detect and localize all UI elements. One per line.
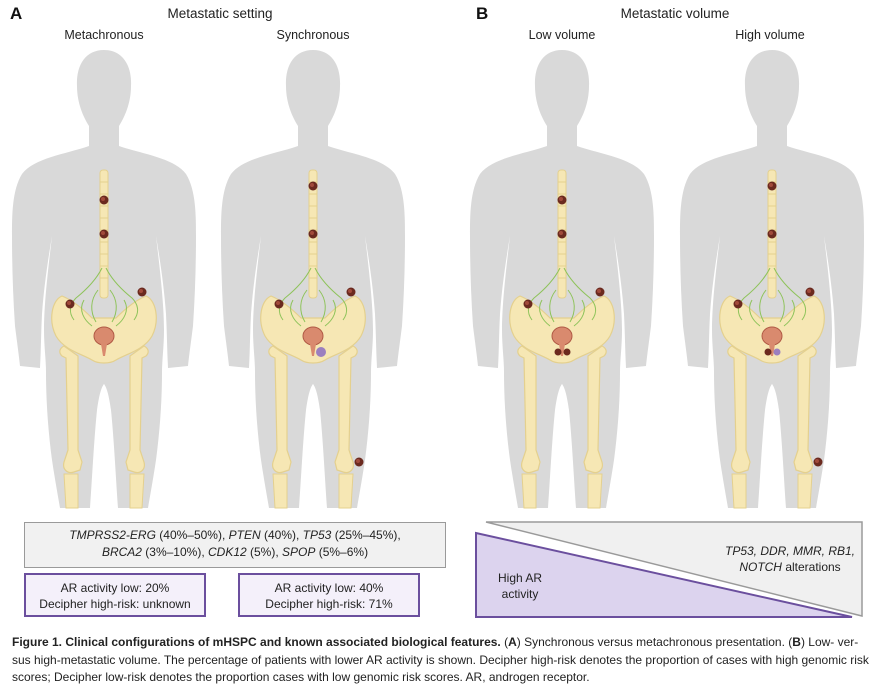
gene-tp53-value: (25%–45%), (331, 528, 401, 542)
caption-title: Figure 1. Clinical configurations of mHS… (12, 635, 501, 649)
metachronous-label: Metachronous (64, 28, 144, 42)
low-volume-label: Low volume (528, 28, 596, 42)
ar-activity-wedge (475, 531, 853, 618)
high-ar-activity-label: High AR activity (490, 570, 550, 602)
body-high-volume (679, 49, 865, 509)
ar-box-synchronous-line1: AR activity low: 40% (274, 581, 384, 595)
gene-tmprss2-value: (40%–50%), (155, 528, 229, 542)
caption-b: B (792, 635, 801, 649)
gene-brca2: BRCA2 (101, 545, 142, 559)
high-ar-line2: activity (501, 587, 539, 601)
synchronous-label: Synchronous (276, 28, 350, 42)
caption-part1: ( (500, 635, 509, 649)
gene-cdk12-value: (5%), (246, 545, 283, 559)
gene-spop: SPOP (282, 545, 316, 559)
alterations-notch: NOTCH (739, 560, 782, 574)
caption-a: A (508, 635, 517, 649)
high-ar-line1: High AR (497, 571, 543, 585)
gene-pten-value: (40%), (260, 528, 303, 542)
alterations-line2-rest: alterations (781, 560, 841, 574)
panel-a-letter: A (10, 4, 23, 23)
gene-pten: PTEN (228, 528, 261, 542)
gene-tmprss2: TMPRSS2-ERG (69, 528, 156, 542)
gene-cdk12: CDK12 (207, 545, 247, 559)
alterations-line1: TP53, DDR, MMR, RB1, (724, 544, 856, 558)
ar-box-synchronous-line2: Decipher high-risk: 71% (265, 597, 393, 611)
panel-b-letter: B (476, 4, 489, 23)
caption-part3: ) Low- ver-sus high-metastatic volume. T… (12, 635, 869, 684)
body-metachronous (11, 49, 197, 509)
alterations-wedge (485, 521, 863, 617)
caption-part2: ) Synchronous versus metachronous presen… (516, 635, 793, 649)
panel-a-title: Metastatic setting (167, 6, 273, 21)
high-volume-label: High volume (735, 28, 805, 42)
ar-box-metachronous: AR activity low: 20% Decipher high-risk:… (24, 573, 206, 617)
gene-alterations-box: TMPRSS2-ERG (40%–50%), PTEN (40%), TP53 … (24, 522, 446, 568)
gene-brca2-value: (3%–10%), (141, 545, 208, 559)
figure-caption: Figure 1. Clinical configurations of mHS… (12, 634, 874, 687)
body-synchronous (220, 49, 406, 509)
panel-b-title: Metastatic volume (620, 6, 730, 21)
ar-box-metachronous-line1: AR activity low: 20% (60, 581, 170, 595)
gene-spop-value: (5%–6%) (315, 545, 369, 559)
ar-box-synchronous: AR activity low: 40% Decipher high-risk:… (238, 573, 420, 617)
gene-tp53: TP53 (302, 528, 332, 542)
ar-box-metachronous-line2: Decipher high-risk: unknown (39, 597, 191, 611)
body-low-volume (469, 49, 655, 509)
alterations-label: TP53, DDR, MMR, RB1, NOTCH alterations (710, 543, 870, 575)
